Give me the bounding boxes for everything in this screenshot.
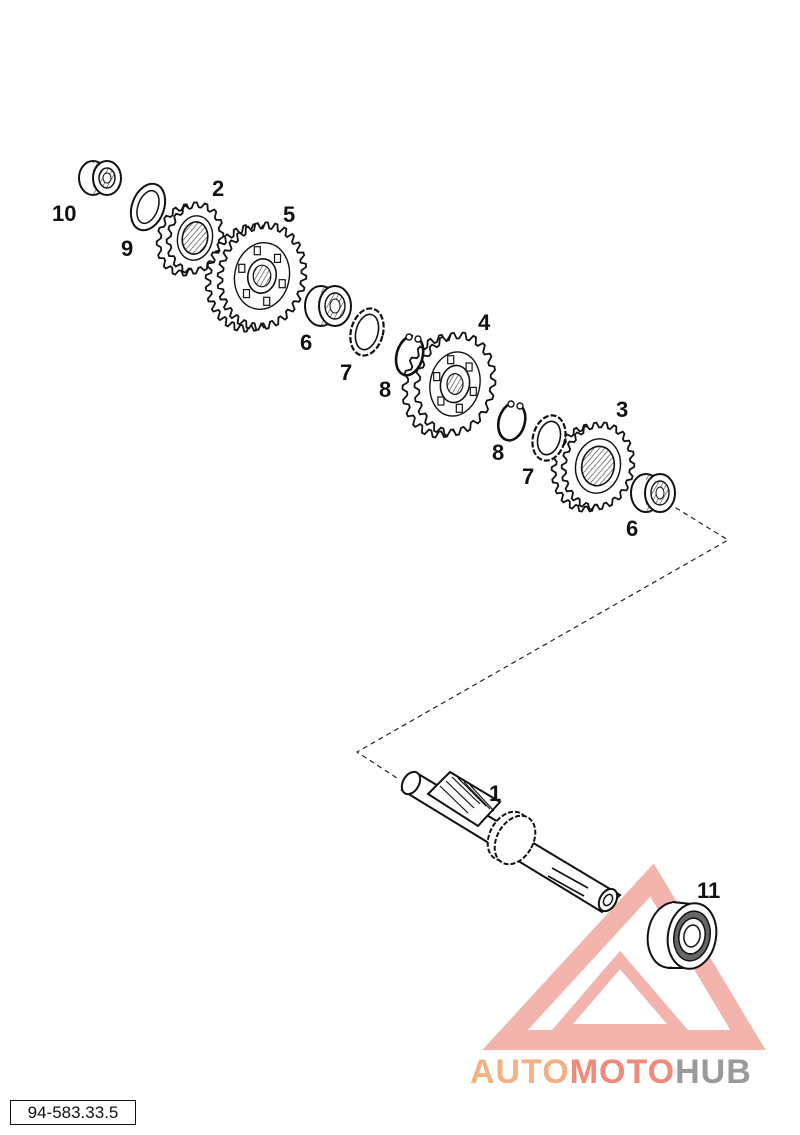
watermark-part-auto: AUTO [470, 1053, 570, 1091]
gear-5-dog-slot [273, 253, 282, 263]
callout-9: 9 [121, 236, 133, 261]
main-shaft-1 [400, 770, 622, 914]
circlip-8-upper [394, 333, 425, 377]
callout-2: 2 [212, 176, 224, 201]
needle-bearing-10 [78, 160, 122, 196]
assembly-dashed-line [355, 502, 730, 781]
callout-1: 1 [489, 781, 501, 806]
gear-set [155, 201, 636, 513]
gear-4-dog-slot [455, 403, 463, 413]
gear-4-dog-slot [447, 355, 455, 365]
gear-4-dog-slot [437, 396, 445, 406]
callout-7-lower: 7 [522, 464, 534, 489]
gear-2 [155, 201, 225, 277]
gear-4-dog-slot [433, 372, 441, 382]
gear-5-dog-slot [238, 263, 246, 273]
circlip-8-lower [497, 400, 527, 442]
callout-11: 11 [697, 878, 720, 903]
callout-6-lower: 6 [626, 516, 638, 541]
watermark-triangle-logo [482, 863, 766, 1050]
needle-bearing-6-lower [630, 473, 676, 513]
gear-5-dog-slot [242, 289, 251, 299]
watermark-part-moto: MOTO [569, 1053, 676, 1091]
callout-5: 5 [283, 202, 295, 227]
gear-5-dog-slot [278, 279, 286, 289]
callout-6-upper: 6 [300, 330, 312, 355]
gear-5-dog-slot [263, 296, 271, 306]
spline-washer-7-lower [531, 414, 567, 462]
gear-5 [204, 221, 308, 333]
gear-4-spline-bore [446, 373, 464, 396]
gear-4 [401, 331, 497, 439]
watermark-wordmark: AUTOMOTOHUB [470, 1050, 795, 1094]
gear-4-dog-slot [465, 362, 473, 372]
callout-8-lower: 8 [492, 440, 504, 465]
needle-bearing-6-upper [304, 285, 352, 327]
gear-5-spline-bore [252, 264, 272, 288]
callout-labels: 10 9 2 5 6 7 8 4 8 7 3 6 1 11 [52, 176, 720, 903]
watermark-part-hub: HUB [675, 1053, 752, 1091]
callout-10: 10 [52, 201, 76, 226]
spline-washer-7-upper [349, 307, 385, 357]
callout-7-upper: 7 [340, 360, 352, 385]
gear-4-dog-slot [469, 386, 477, 396]
callout-4: 4 [478, 310, 491, 335]
reference-code: 94-583.33.5 [10, 1100, 136, 1125]
callout-8-upper: 8 [379, 377, 391, 402]
thrust-washer-9 [129, 182, 167, 232]
gear-5-dog-slot [253, 246, 261, 256]
ball-bearing-11 [646, 901, 718, 970]
gear-3-bore [580, 445, 616, 487]
callout-3: 3 [616, 397, 628, 422]
gear-3 [550, 421, 636, 513]
gear-2-bore [181, 221, 209, 255]
